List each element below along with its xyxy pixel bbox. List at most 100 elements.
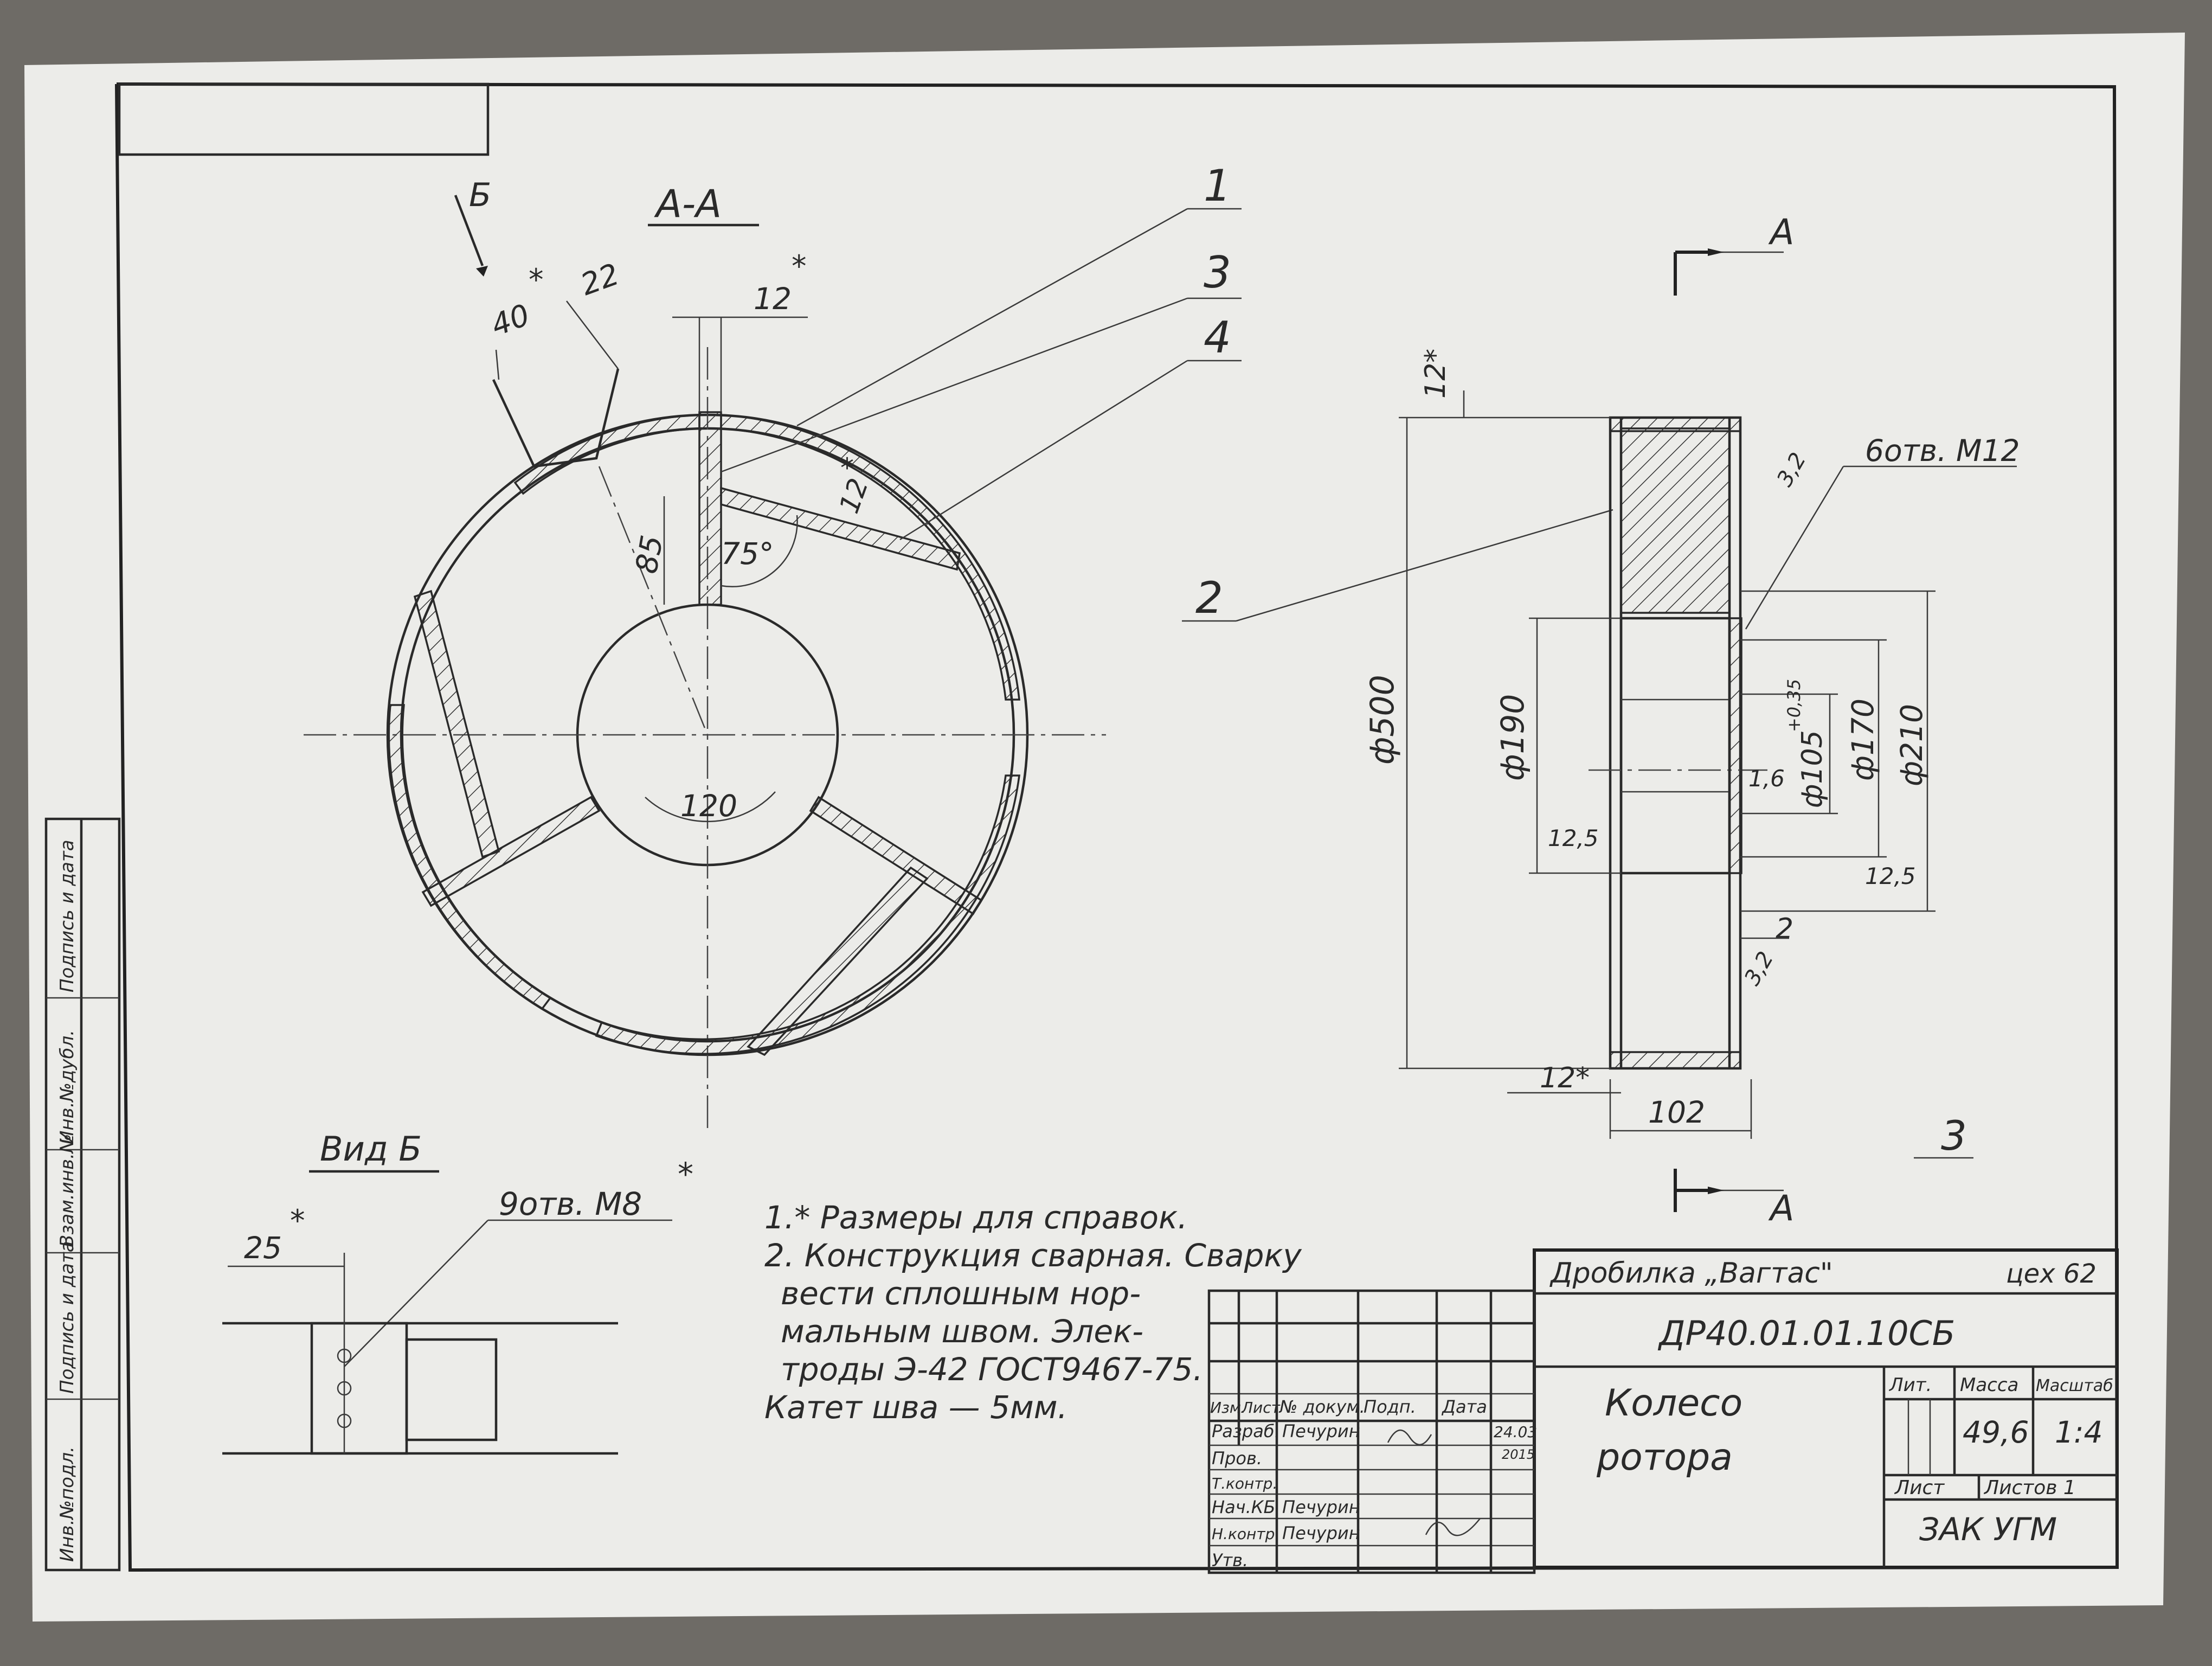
angle-75: 75° [721,536,774,571]
svg-text:*: * [678,1156,693,1193]
callout-4: 4 [1204,312,1231,363]
dim-85: 85 [629,533,670,576]
stamp-text-2: Подпись и дата [56,1241,78,1394]
callouts: 1 3 4 2 [721,161,1613,623]
h-date: Дата [1441,1396,1487,1417]
dim-40: 40 [487,297,535,343]
role-prov: Пров. [1212,1448,1262,1469]
blade-lower-right [809,796,983,915]
role-nkontr: Н.контр. [1212,1525,1279,1543]
view-b-arrow [454,195,484,266]
view-b: Вид Б 9отв. М8 * 25 * [222,1129,693,1455]
note-line-4: мальным швом. Элек- [781,1313,1143,1350]
name-razrab: Печурин [1282,1421,1360,1441]
title-block: Дробилка „Вагтас" цех 62 ДР40.01.01.10СБ… [1207,1248,2119,1574]
date-razrab: 24.03 [1494,1423,1537,1441]
svg-text:*: * [840,452,854,484]
company: ЗАК УГМ [1919,1511,2057,1548]
rough-12-5-left: 12,5 [1548,825,1599,851]
dim-12-bottom-side: 12* [1540,1062,1590,1094]
svg-text:*: * [792,249,807,284]
org-name: Дробилка „Вагтас" [1549,1257,1833,1290]
angle-120: 120 [680,789,737,823]
note-line-2: 2. Конструкция сварная. Сварку [764,1237,1302,1274]
sheets-label: Листов 1 [1983,1477,2076,1499]
page-note: 3 [1941,1112,1967,1159]
dept-name: цех 62 [2006,1259,2097,1289]
scale-label: Масштаб [2036,1376,2113,1395]
section-a-a: А-А Б 40 22 * 12 * [304,176,1106,1128]
rough-12-5-right: 12,5 [1865,863,1916,889]
h-list: Лист [1241,1399,1281,1417]
svg-text:*: * [290,1203,305,1238]
rough-1-6: 1,6 [1748,765,1785,792]
scale-value: 1:4 [2055,1415,2103,1450]
holes-m8: 9отв. М8 [499,1186,642,1222]
callout-3: 3 [1204,247,1231,298]
bottom-plate [1609,1051,1741,1069]
note-line-3: вести сплошным нор- [781,1275,1141,1312]
note-line-5: троды Э-42 ГОСТ9467-75. [781,1351,1203,1388]
date-razrab-year: 2015 [1502,1447,1535,1462]
view-b-letter: Б [469,176,491,214]
rough-3-2-top: 3,2 [1772,448,1811,491]
dim-210: ф210 [1894,704,1929,786]
role-razrab: Разраб. [1212,1421,1280,1441]
lit-label: Лит. [1888,1374,1932,1396]
note-line-1: 1.* Размеры для справок. [764,1199,1187,1236]
top-left-box [118,82,490,156]
dim-105: ф105 [1796,730,1829,808]
part-name-2: ротора [1596,1436,1733,1479]
rough-3-2-bottom: 3,2 [1740,947,1779,990]
role-tkontr: Т.контр. [1212,1475,1277,1492]
mass-value: 49,6 [1963,1415,2029,1450]
part-name-1: Колесо [1605,1382,1742,1425]
blade-vertical [698,411,722,606]
upper-hatch [1620,427,1731,614]
name-nachkb: Печурин [1282,1497,1360,1517]
callout-2: 2 [1195,573,1223,623]
role-utv: Утв. [1212,1550,1248,1571]
section-label: А-А [654,182,722,226]
holes-m12: 6отв. М12 [1865,433,2020,468]
note-line-6: Катет шва — 5мм. [764,1389,1068,1426]
dim-25: 25 [244,1231,282,1265]
stamp-text-1: Инв.№подл. [56,1446,78,1562]
dim-190: ф190 [1494,694,1531,781]
h-izm: Изм. [1210,1399,1246,1417]
view-b-label: Вид Б [320,1129,422,1169]
stamp-text-3: Взам.инв.№ [56,1134,78,1247]
dim-170: ф170 [1846,699,1880,781]
h-sign: Подп. [1364,1396,1416,1417]
mounting-lug [492,368,620,468]
h-doc: № докум. [1278,1396,1365,1417]
side-stamp: Инв.№подл. Подпись и дата Взам.инв.№ Инв… [44,817,121,1572]
dim-22: 22 [576,257,624,302]
blade-bottom [747,866,929,1056]
name-nkontr: Печурин [1282,1523,1360,1543]
stamp-text-5: Подпись и дата [56,840,78,992]
mass-label: Масса [1960,1374,2018,1396]
designation: ДР40.01.01.10СБ [1657,1313,1955,1353]
callout-1: 1 [1204,161,1231,211]
cut-label-top: А [1768,212,1794,253]
dim-12-top: 12 [754,281,792,316]
signature-razrab [1387,1429,1432,1446]
svg-text:*: * [529,262,544,297]
blade-angled [720,486,961,571]
dim-2: 2 [1776,913,1793,945]
stamp-text-4: Инв.№дубл. [56,1030,78,1144]
blade-left [413,589,500,858]
tol-105: +0,35 [1784,679,1804,732]
dim-102: 102 [1648,1095,1705,1130]
role-nachkb: Нач.КБ [1212,1497,1275,1517]
dim-500: ф500 [1364,675,1401,765]
signature-nkontr [1425,1518,1481,1536]
dim-12-top-side: 12* [1419,349,1452,399]
technical-notes: 1.* Размеры для справок. 2. Конструкция … [764,1199,1302,1426]
blade-lower-left [421,796,601,907]
sheet-label: Лист [1894,1477,1945,1499]
cut-label-bottom: А [1768,1188,1794,1229]
side-view: А А ф500 ф190 12,5 12* 12* [1364,212,2020,1229]
